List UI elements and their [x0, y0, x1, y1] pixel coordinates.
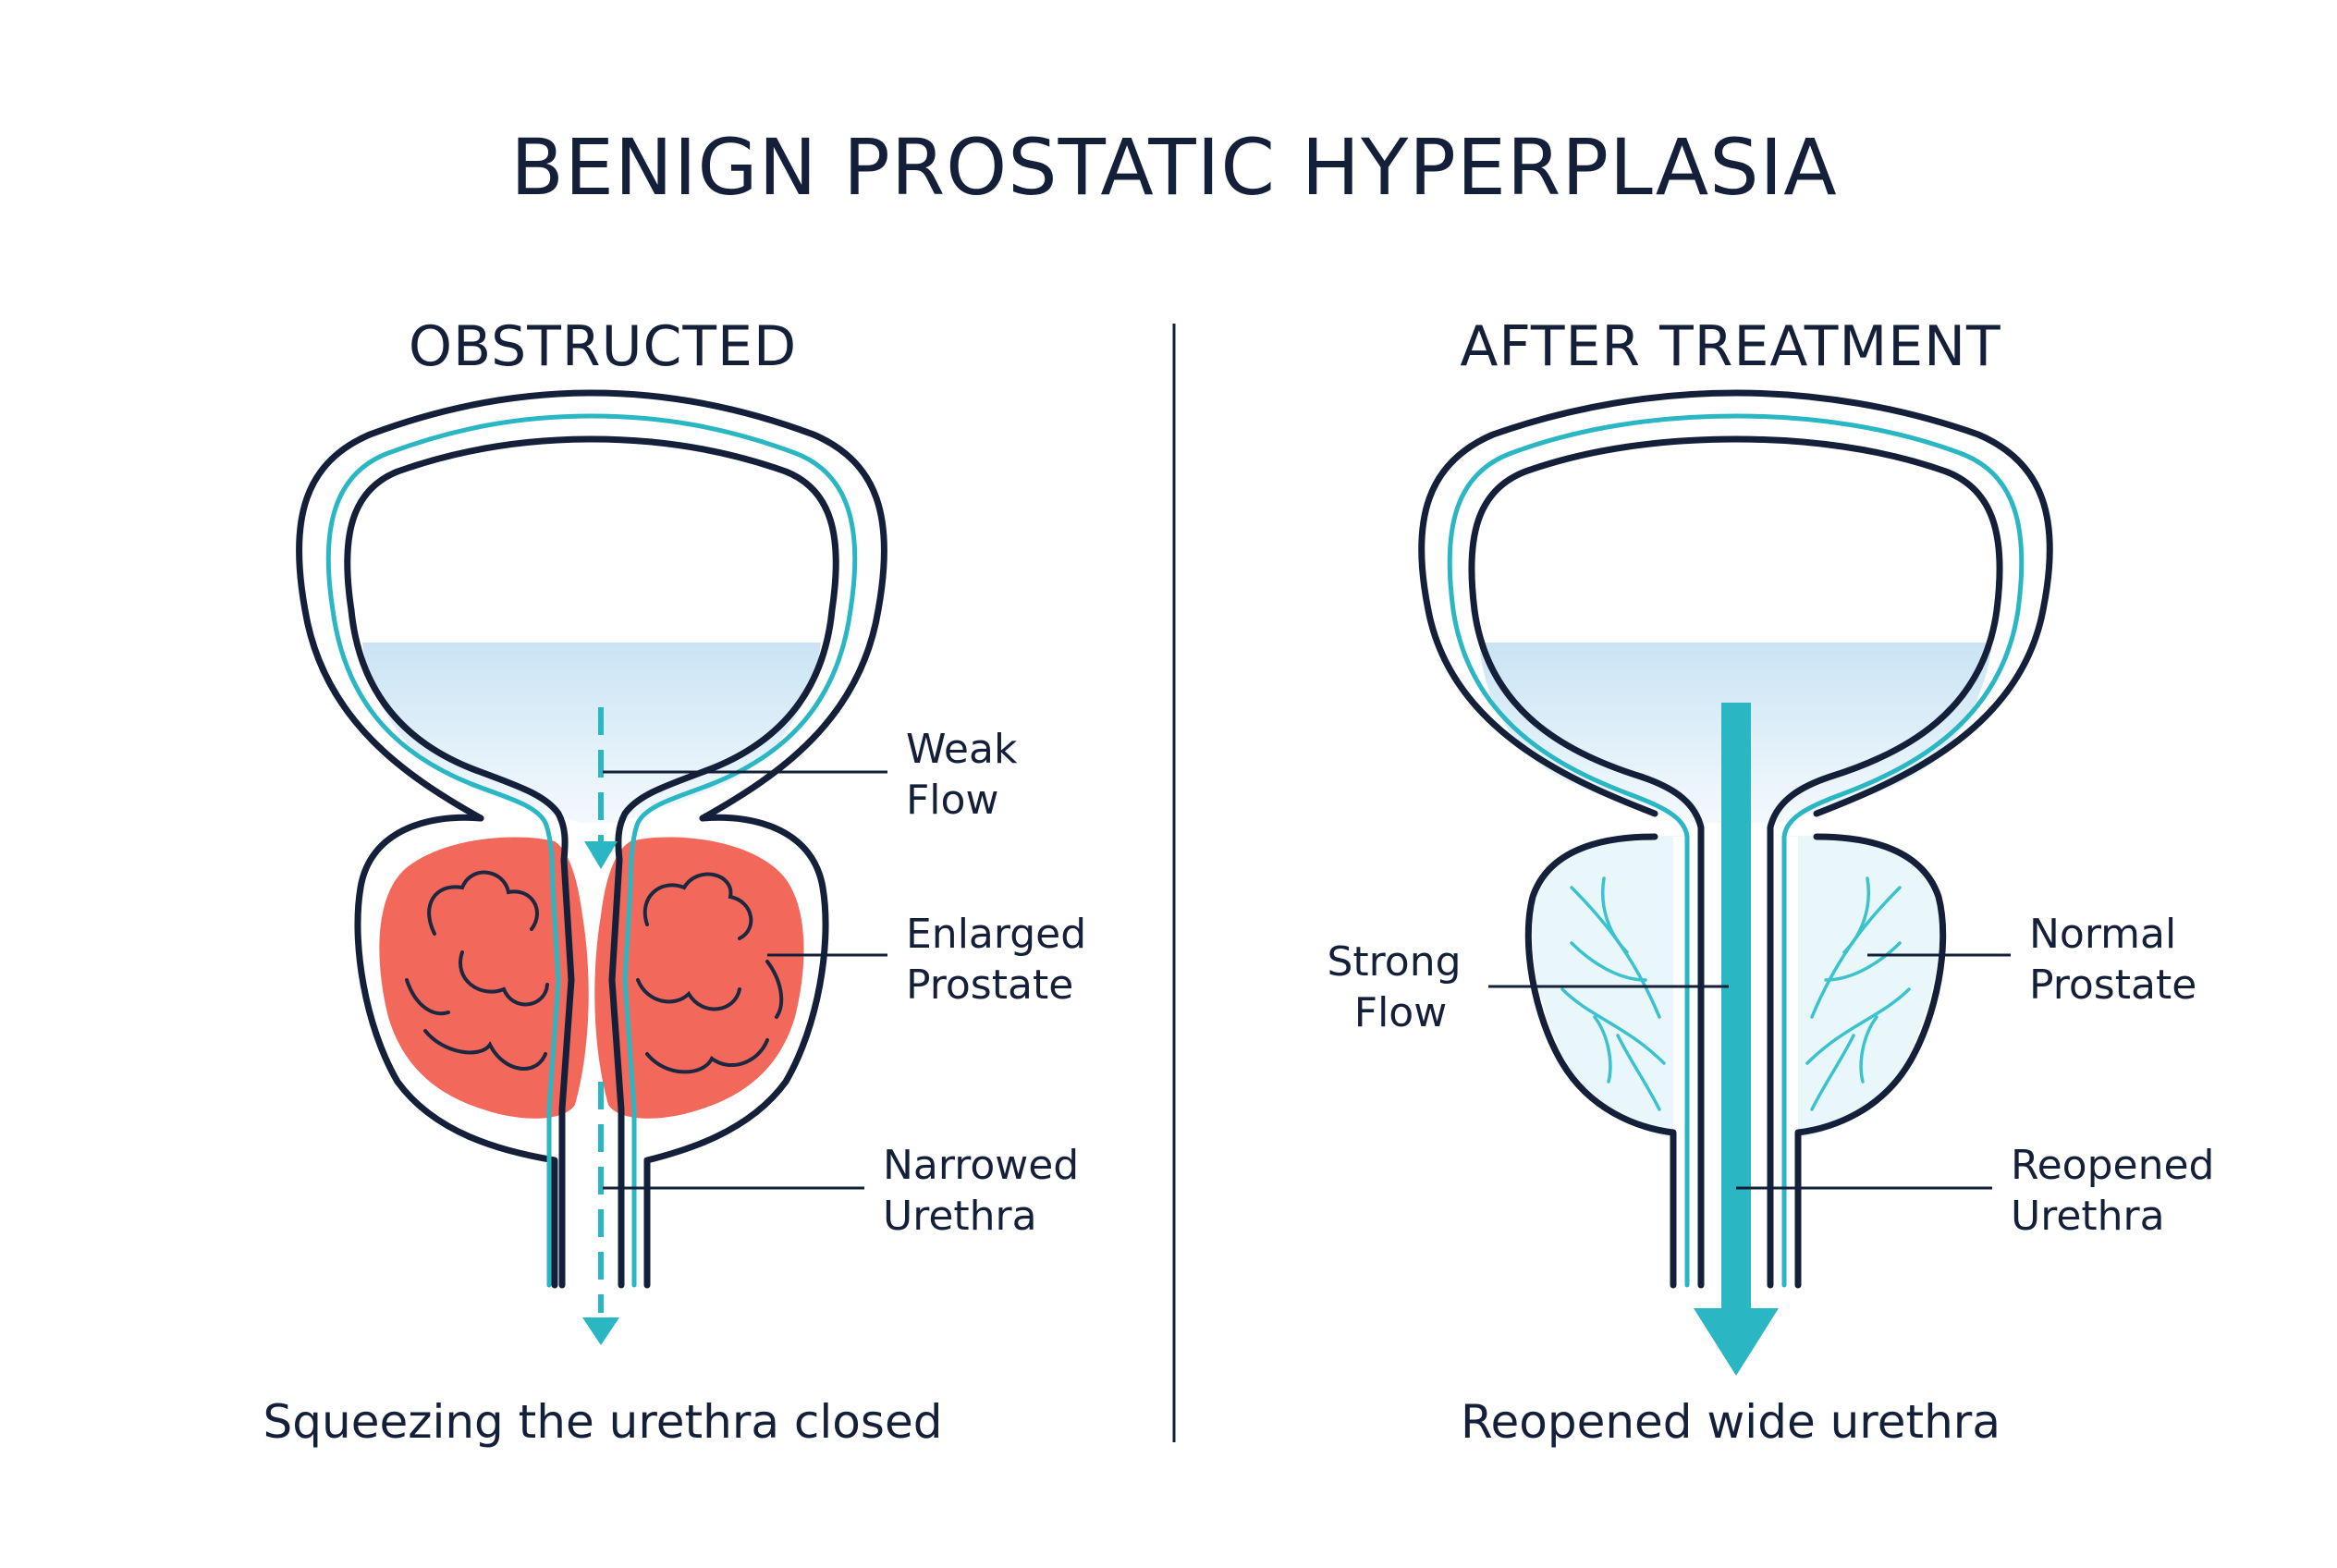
after-treatment-caption: Reopened wide urethra: [1461, 1395, 2001, 1449]
enlarged-prostate-label: Enlarged Prostate: [906, 911, 1099, 1009]
obstructed-bladder-inner-wall: [344, 435, 839, 1289]
treated-bladder-inner-wall: [1468, 435, 2003, 1289]
after-treatment-panel: AFTER TREATMENT: [1327, 314, 2227, 1449]
after-treatment-heading: AFTER TREATMENT: [1460, 314, 2001, 379]
obstructed-caption: Squeezing the urethra closed: [263, 1395, 943, 1449]
strong-flow-label: Strong Flow: [1327, 938, 1474, 1036]
normal-prostate-outline-right: [1794, 833, 1947, 1289]
enlarged-prostate-texture: [405, 870, 784, 1074]
strong-flow-arrow: [1721, 703, 1751, 1313]
obstructed-heading: OBSTRUCTED: [409, 314, 797, 379]
normal-prostate-label: Normal Prostate: [2029, 911, 2196, 1009]
bladder-urine: [362, 643, 821, 823]
obstructed-prostate-outline-right: [643, 814, 829, 1289]
normal-prostate-outline: [1524, 833, 1677, 1289]
reopened-urethra-label: Reopened Urethra: [2011, 1142, 2227, 1240]
treated-bladder-lining: [1447, 413, 2025, 1288]
normal-prostate-veins: [1560, 876, 1911, 1111]
normal-prostate-fill-right: [1780, 835, 1939, 1137]
obstructed-bladder-lining-left: [330, 607, 561, 1288]
obstructed-panel: OBSTRUCTED: [263, 314, 1099, 1449]
strong-flow-arrowhead: [1694, 1308, 1779, 1376]
obstructed-urethra-left-wall: [348, 606, 575, 1289]
obstructed-prostate-outline: [354, 814, 558, 1289]
weak-flow-label: Weak Flow: [906, 726, 1030, 824]
page-title: BENIGN PROSTATIC HYPERPLASIA: [510, 122, 1838, 213]
weak-flow-arrowhead: [584, 841, 618, 869]
weak-flow-arrowhead-lower: [582, 1317, 619, 1345]
reopened-urethra-left-wall: [1471, 606, 1705, 1289]
narrowed-urethra-label: Narrowed Urethra: [883, 1142, 1092, 1240]
obstructed-bladder-outer-wall: [296, 389, 887, 822]
obstructed-bladder-lining: [325, 413, 858, 1288]
treated-bladder-outer-wall: [1418, 389, 2053, 817]
treated-bladder-lining-left: [1450, 607, 1690, 1288]
